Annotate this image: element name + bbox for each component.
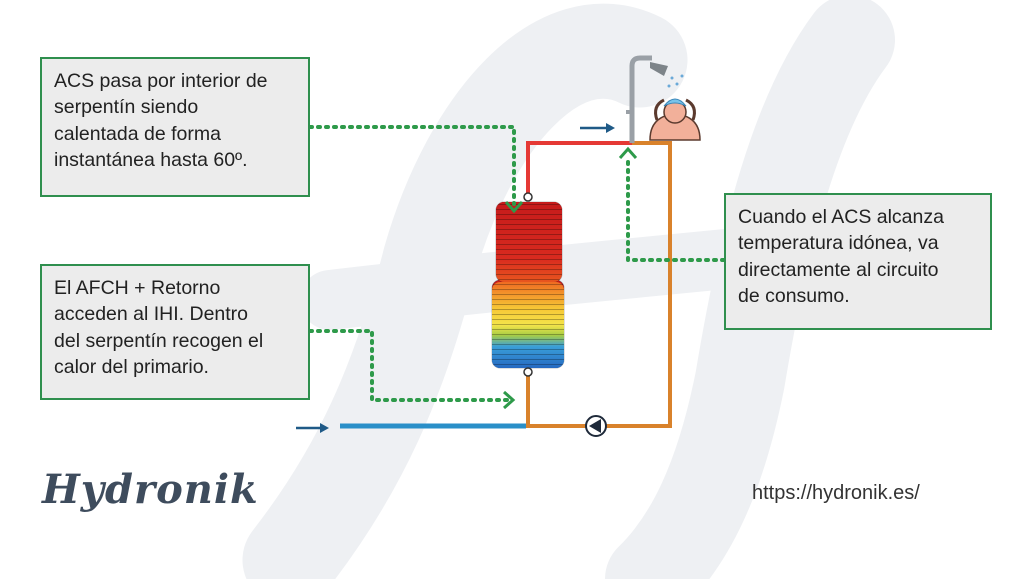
note-cold-inlet: El AFCH + Retorno acceden al IHI. Dentro… bbox=[40, 264, 310, 400]
flow-arrow-icon bbox=[296, 423, 329, 433]
dotted-connector-top bbox=[308, 125, 516, 206]
note-consumption-circuit: Cuando el ACS alcanza temperatura idónea… bbox=[724, 193, 992, 330]
website-url[interactable]: https://hydronik.es/ bbox=[752, 482, 920, 504]
note-cold-inlet-text: El AFCH + Retorno acceden al IHI. Dentro… bbox=[54, 277, 264, 378]
hot-water-pipe bbox=[526, 141, 632, 193]
arrowhead-right bbox=[618, 146, 638, 159]
dotted-connector-right bbox=[626, 156, 726, 262]
circulation-pump-icon bbox=[585, 415, 607, 437]
dotted-connector-bottom bbox=[308, 329, 514, 402]
arrowhead-bottom bbox=[503, 390, 516, 410]
note-coil-heating: ACS pasa por interior de serpentín siend… bbox=[40, 57, 310, 197]
flow-arrow-icon bbox=[580, 123, 615, 133]
person-showering-icon bbox=[649, 98, 701, 141]
note-coil-heating-text: ACS pasa por interior de serpentín siend… bbox=[54, 70, 268, 171]
shower-head-icon bbox=[626, 55, 684, 143]
return-pipe bbox=[526, 141, 672, 428]
hydronik-logo: Hydronik bbox=[42, 466, 259, 513]
arrowhead-top bbox=[504, 201, 524, 214]
note-consumption-circuit-text: Cuando el ACS alcanza temperatura idónea… bbox=[738, 206, 944, 307]
